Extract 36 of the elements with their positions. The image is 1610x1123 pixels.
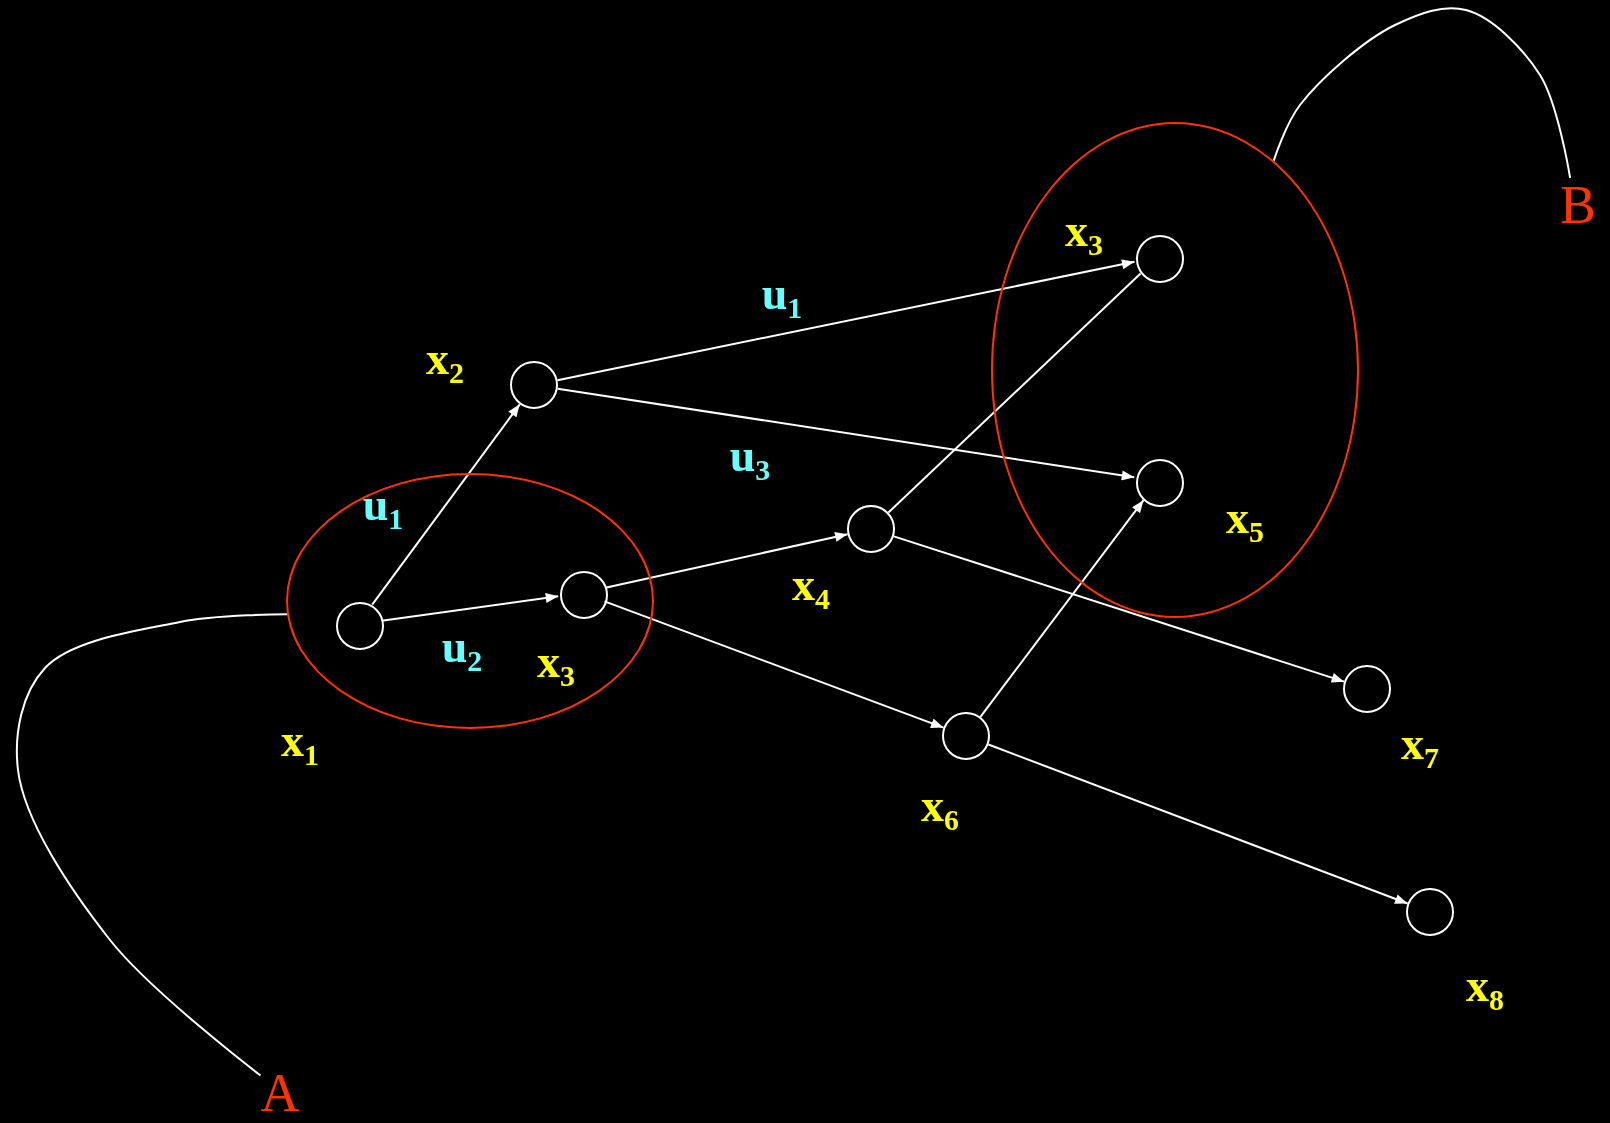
leader-line	[15, 613, 288, 1077]
state-circle	[510, 361, 558, 409]
state-circle	[1136, 235, 1184, 283]
edge-label: u$_{3}$	[729, 433, 771, 479]
arrow	[556, 259, 1136, 382]
state-circle	[1406, 888, 1454, 936]
connector-line	[887, 272, 1142, 514]
state-circle	[336, 602, 384, 650]
arrow	[556, 387, 1136, 481]
state-label: x$_{1}$	[281, 718, 319, 764]
state-label: x$_{3}$	[537, 639, 575, 685]
state-circle	[1136, 459, 1184, 507]
state-label: x$_{2}$	[426, 336, 464, 382]
edge-label: u$_{1}$	[362, 482, 404, 528]
state-circle	[942, 712, 990, 760]
state-label: x$_{3}$	[1065, 208, 1103, 254]
arrow	[892, 535, 1346, 683]
state-label: x$_{8}$	[1466, 963, 1504, 1009]
state-circle	[847, 505, 895, 553]
arrow	[979, 499, 1145, 718]
arrow	[371, 403, 521, 606]
leader-line	[1272, 7, 1572, 179]
arrow	[987, 743, 1409, 905]
region-ellipse	[286, 473, 654, 729]
region-ellipse	[991, 122, 1359, 618]
edge-label: u$_{1}$	[761, 271, 803, 317]
state-label: x$_{5}$	[1226, 495, 1264, 541]
state-label: x$_{6}$	[921, 783, 959, 829]
state-circle	[560, 571, 608, 619]
state-circle	[1343, 665, 1391, 713]
region-label: A	[260, 1066, 300, 1120]
state-label: x$_{7}$	[1401, 721, 1439, 767]
region-label: B	[1560, 178, 1596, 232]
edge-label: u$_{2}$	[441, 624, 483, 670]
state-label: x$_{4}$	[792, 562, 830, 608]
arrow	[604, 532, 849, 589]
